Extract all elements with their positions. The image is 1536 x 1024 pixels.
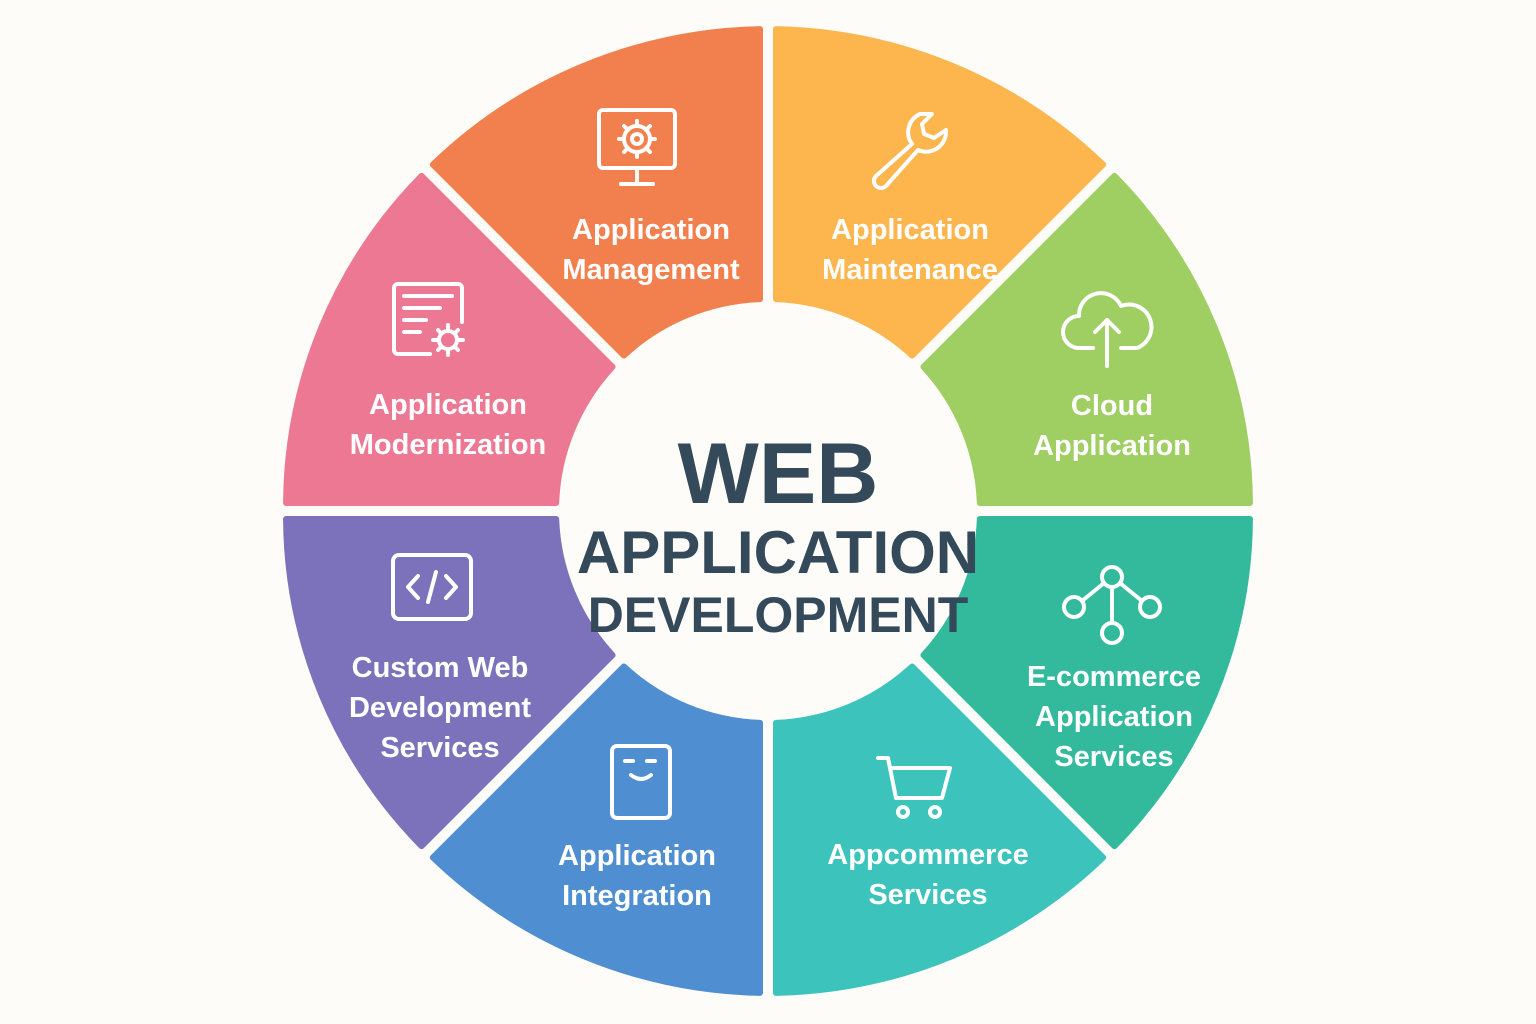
label-line: Application bbox=[1033, 430, 1191, 462]
label-line: Application bbox=[831, 214, 989, 246]
label-line: Cloud bbox=[1070, 390, 1154, 422]
label-line: Services bbox=[380, 732, 500, 764]
wrench-icon bbox=[871, 112, 949, 191]
label-line: Integration bbox=[562, 880, 712, 912]
title-development: DEVELOPMENT bbox=[587, 587, 969, 643]
title-web: WEB bbox=[677, 426, 879, 522]
segment-integration bbox=[429, 663, 764, 996]
label-line: Modernization bbox=[349, 429, 547, 461]
label-line: Management bbox=[562, 254, 740, 286]
document-gear-icon bbox=[392, 282, 465, 357]
code-icon bbox=[391, 553, 473, 621]
network-nodes-icon bbox=[1062, 565, 1162, 645]
label-line: Custom Web bbox=[351, 652, 529, 684]
segment-modernization bbox=[283, 172, 616, 507]
tablet-smile-icon bbox=[610, 744, 672, 820]
label-line: Appcommerce bbox=[827, 839, 1029, 871]
label-line: Maintenance bbox=[822, 254, 998, 286]
cloud-upload-icon bbox=[1061, 291, 1154, 368]
segment-cloud bbox=[920, 172, 1253, 507]
segment-appcommerce bbox=[772, 663, 1107, 996]
monitor-gear-icon bbox=[597, 108, 677, 186]
segment-ecommerce bbox=[920, 515, 1253, 850]
label-line: Application bbox=[1035, 701, 1193, 733]
title-application: APPLICATION bbox=[576, 519, 980, 586]
label-line: Application bbox=[369, 389, 527, 421]
label-line: Development bbox=[348, 692, 532, 724]
segment-custom bbox=[283, 515, 616, 850]
label-line: Application bbox=[572, 214, 730, 246]
label-line: Services bbox=[868, 879, 988, 911]
segment-management bbox=[429, 26, 764, 359]
label-line: Services bbox=[1054, 741, 1174, 773]
segment-maintenance bbox=[772, 26, 1107, 359]
shopping-cart-icon bbox=[876, 756, 952, 819]
label-line: Application bbox=[558, 840, 716, 872]
label-line: E-commerce bbox=[1026, 661, 1202, 693]
